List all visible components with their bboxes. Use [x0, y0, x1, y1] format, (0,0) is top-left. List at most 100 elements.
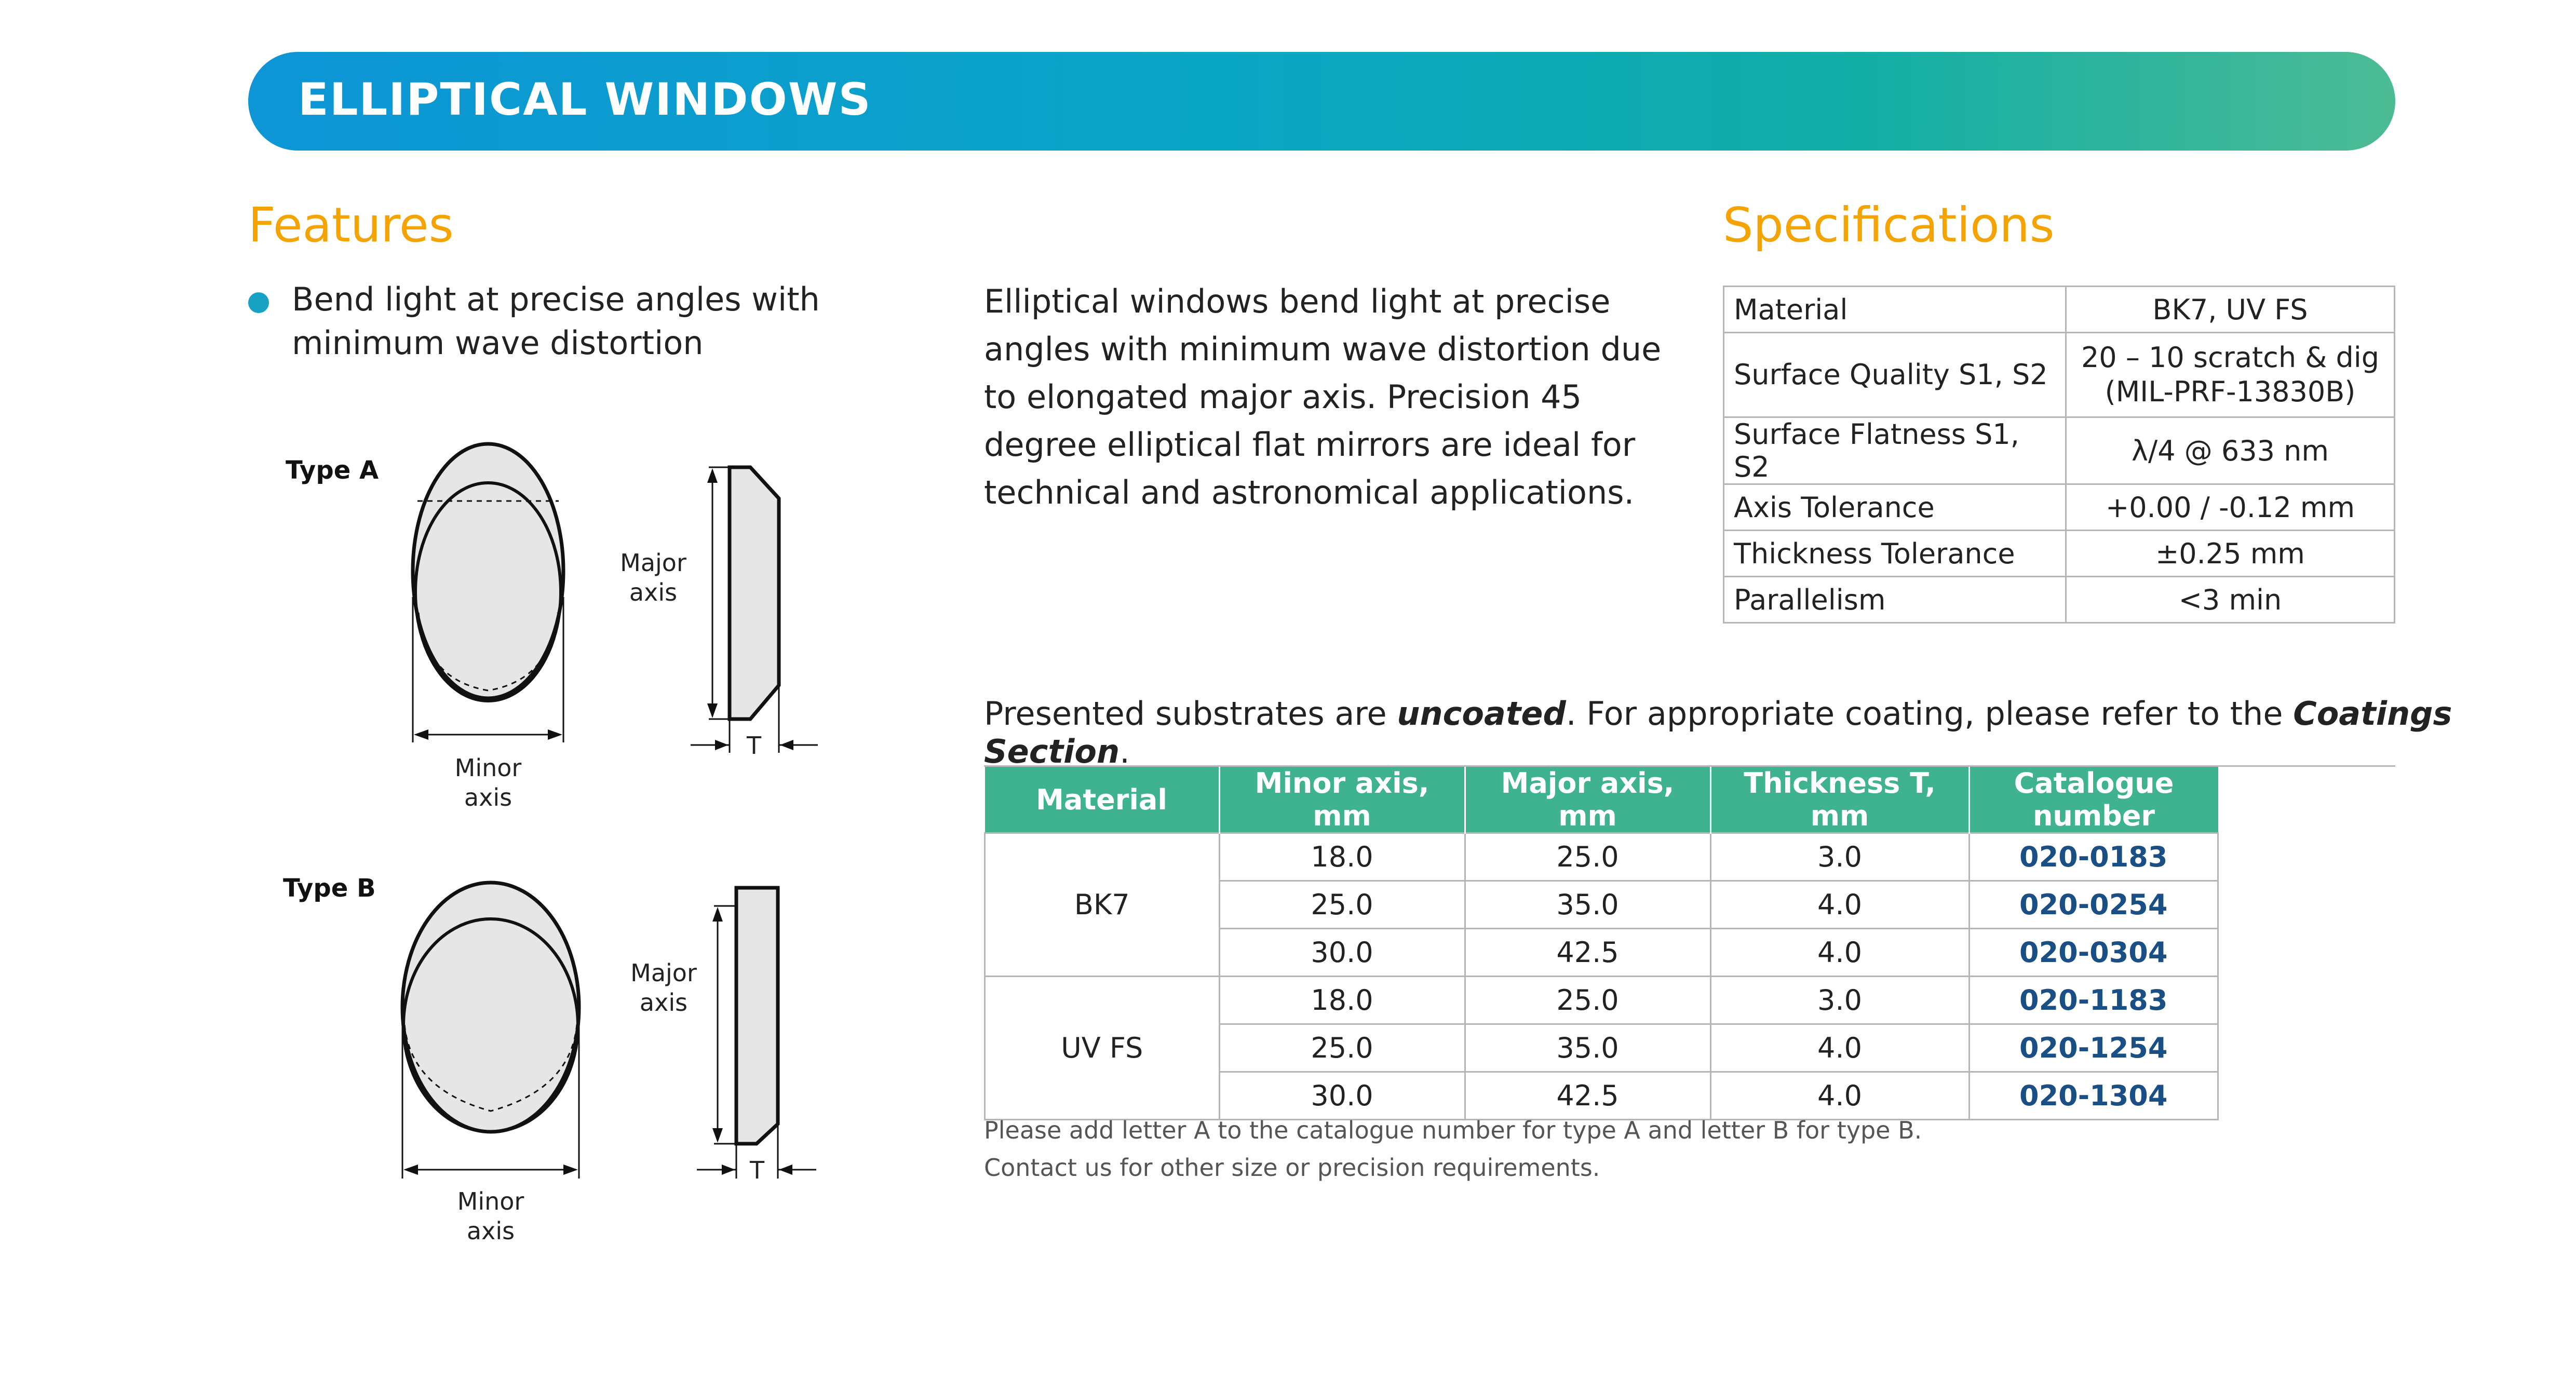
coating-note-text: . For appropriate coating, please refer …: [1566, 695, 2294, 733]
major-axis-cell: 25.0: [1464, 976, 1711, 1025]
spec-value-line-1: 20 – 10 scratch & dig: [2081, 341, 2380, 374]
type-a-inner-ellipse: [414, 481, 562, 702]
catalogue-table: Material Minor axis, mm Major axis, mm T…: [984, 767, 2219, 1120]
spec-value: +0.00 / -0.12 mm: [2065, 483, 2395, 531]
thickness-cell: 4.0: [1709, 1023, 1970, 1073]
type-a-minor-label-2: axis: [464, 783, 512, 811]
arrow-up-icon: [712, 907, 723, 922]
thickness-cell: 3.0: [1709, 976, 1970, 1025]
type-b-major-label-2: axis: [640, 988, 687, 1017]
type-a-major-label-2: axis: [629, 578, 677, 606]
minor-axis-cell: 30.0: [1218, 1071, 1466, 1120]
footnote-contact: Contact us for other size or precision r…: [984, 1154, 1600, 1182]
table-row: 25.0 35.0 4.0 020-0254: [985, 880, 2219, 929]
spec-row: Axis Tolerance +0.00 / -0.12 mm: [1723, 483, 2395, 531]
specifications-table: Material BK7, UV FS Surface Quality S1, …: [1723, 286, 2395, 624]
page-title: ELLIPTICAL WINDOWS: [298, 74, 872, 126]
catalogue-number: 020-1183: [1968, 976, 2219, 1025]
feature-text: Bend light at precise angles with minimu…: [292, 280, 820, 362]
spec-label: Material: [1723, 286, 2067, 333]
intro-paragraph: Elliptical windows bend light at precise…: [984, 282, 1662, 511]
type-b-side-profile: [734, 886, 780, 1146]
type-b-thickness-label: T: [749, 1156, 765, 1184]
spec-value-line-2: (MIL-PRF-13830B): [2105, 375, 2356, 408]
coating-note-text: Presented substrates are: [984, 695, 1397, 733]
arrow-left-icon: [414, 729, 428, 740]
arrow-right-icon: [548, 729, 562, 740]
column-header: Thickness T, mm: [1710, 767, 1970, 833]
column-header: Catalogue number: [1969, 767, 2218, 833]
spec-row: Parallelism <3 min: [1723, 576, 2395, 624]
arrow-up-icon: [707, 468, 718, 483]
spec-label: Axis Tolerance: [1723, 483, 2067, 531]
spec-value: BK7, UV FS: [2065, 286, 2395, 333]
major-axis-cell: 25.0: [1464, 832, 1711, 882]
table-row: BK7 18.0 25.0 3.0 020-0183: [984, 832, 2219, 977]
type-b-dashed-bottom: [403, 1014, 578, 1112]
table-row: 25.0 35.0 4.0 020-1254: [985, 1023, 2219, 1073]
arrow-right-icon: [722, 1164, 735, 1175]
specifications-heading: Specifications: [1723, 197, 2055, 253]
minor-axis-cell: 18.0: [1218, 976, 1466, 1025]
arrow-down-icon: [712, 1128, 723, 1143]
divider: [984, 765, 2395, 767]
column-header: Major axis, mm: [1465, 767, 1711, 833]
major-axis-cell: 35.0: [1464, 880, 1711, 929]
arrow-left-icon: [779, 1164, 792, 1175]
spec-label: Thickness Tolerance: [1723, 530, 2067, 577]
spec-value: λ/4 @ 633 nm: [2065, 416, 2395, 485]
arrow-down-icon: [707, 703, 718, 718]
spec-value: <3 min: [2065, 576, 2395, 624]
coating-note-text: .: [1120, 733, 1130, 770]
type-a-minor-label-1: Minor: [455, 754, 522, 782]
features-list: Bend light at precise angles with minimu…: [248, 278, 934, 365]
spec-row: Surface Quality S1, S2 20 – 10 scratch &…: [1723, 332, 2395, 418]
spec-label: Parallelism: [1723, 576, 2067, 624]
thickness-cell: 4.0: [1709, 1071, 1970, 1120]
type-b-major-label-1: Major: [630, 959, 697, 987]
feature-item: Bend light at precise angles with minimu…: [248, 278, 934, 365]
minor-axis-cell: 30.0: [1218, 928, 1466, 977]
material-cell: UV FS: [984, 976, 1220, 1120]
catalogue-number: 020-1254: [1968, 1023, 2219, 1073]
thickness-cell: 4.0: [1709, 880, 1970, 929]
minor-axis-cell: 25.0: [1218, 880, 1466, 929]
catalogue-number: 020-1304: [1968, 1071, 2219, 1120]
minor-axis-cell: 18.0: [1218, 832, 1466, 882]
spec-row: Thickness Tolerance ±0.25 mm: [1723, 530, 2395, 577]
type-b-inner-ellipse: [402, 917, 579, 1133]
coating-note: Presented substrates are uncoated. For a…: [984, 695, 2576, 770]
table-row: 30.0 42.5 4.0 020-0304: [985, 928, 2219, 977]
catalogue-number: 020-0254: [1968, 880, 2219, 929]
minor-axis-cell: 25.0: [1218, 1023, 1466, 1073]
type-a-diagram: Type A Minor axis Major axis T: [270, 441, 867, 836]
major-axis-cell: 42.5: [1464, 1071, 1711, 1120]
catalogue-number: 020-0183: [1968, 832, 2219, 882]
type-b-minor-label-1: Minor: [457, 1187, 524, 1215]
table-row: UV FS 18.0 25.0 3.0 020-1183: [984, 976, 2219, 1120]
type-a-major-label-1: Major: [620, 549, 686, 577]
spec-value: ±0.25 mm: [2065, 530, 2395, 577]
coatings-section-link[interactable]: Coatings Section: [984, 695, 2452, 770]
major-axis-cell: 35.0: [1464, 1023, 1711, 1073]
uncoated-emphasis: uncoated: [1397, 695, 1566, 733]
spec-row: Material BK7, UV FS: [1723, 286, 2395, 333]
column-header: Minor axis, mm: [1219, 767, 1466, 833]
material-cell: BK7: [984, 832, 1220, 977]
column-header: Material: [984, 767, 1220, 833]
arrow-right-icon: [715, 740, 729, 750]
catalogue-header-row: Material Minor axis, mm Major axis, mm T…: [984, 767, 2218, 833]
spec-label: Surface Flatness S1, S2: [1723, 416, 2067, 485]
bullet-icon: [248, 292, 269, 313]
thickness-cell: 4.0: [1709, 928, 1970, 977]
type-a-outer-ellipse: [411, 442, 565, 700]
type-b-minor-label-2: axis: [467, 1217, 515, 1245]
footnote-type-letter: Please add letter A to the catalogue num…: [984, 1116, 1922, 1144]
arrow-left-icon: [780, 740, 793, 750]
type-a-side-profile: [727, 465, 781, 721]
spec-row: Surface Flatness S1, S2 λ/4 @ 633 nm: [1723, 416, 2395, 485]
table-row: 30.0 42.5 4.0 020-1304: [985, 1071, 2219, 1120]
type-a-label: Type A: [286, 456, 379, 485]
type-a-thickness-label: T: [746, 732, 762, 760]
type-a-dashed-bottom: [417, 612, 559, 692]
